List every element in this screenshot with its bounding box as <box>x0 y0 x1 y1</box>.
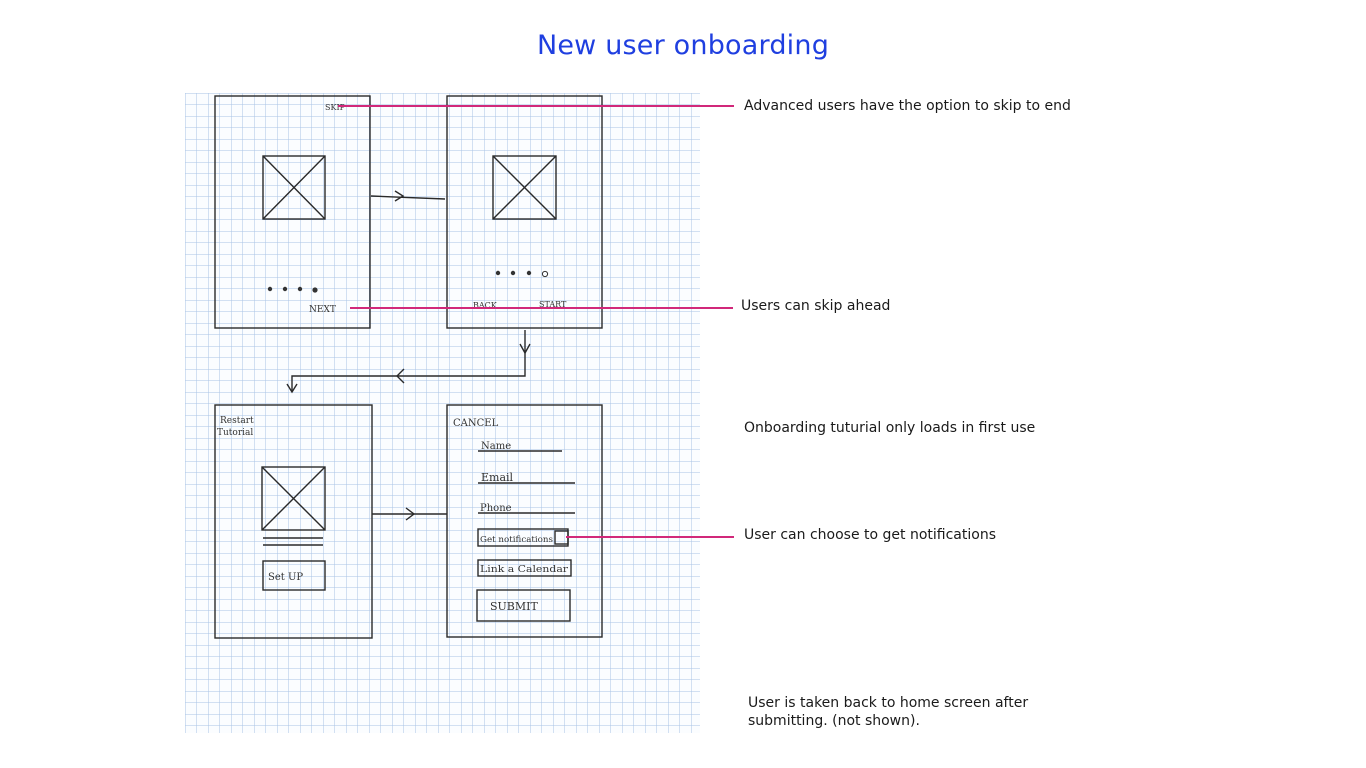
grid-lines <box>185 93 700 733</box>
sketch-notifications-label: Get notifications <box>480 535 553 545</box>
note-skip-ahead: Users can skip ahead <box>741 298 891 314</box>
sketch-calendar-label: Link a Calendar <box>480 565 569 575</box>
sketch-back-label: BACK <box>473 301 498 310</box>
sketch-start-label: START <box>539 300 567 309</box>
sketch-submit-label: SUBMIT <box>490 600 538 613</box>
sketch-setup-label: Set UP <box>268 572 303 583</box>
sketch-email-label: Email <box>481 471 514 484</box>
sketch-restart-label: Restart <box>220 416 254 426</box>
screen3-image-placeholder <box>261 466 326 531</box>
page-title: New user onboarding <box>536 30 830 61</box>
graph-paper-sketch: SKIP NEXT BACK START Restart Tutorial Se… <box>185 93 700 733</box>
screen4-calendar-field <box>477 559 572 577</box>
note-home-screen: User is taken back to home screen after … <box>748 694 1028 730</box>
note-home-line2: submitting. (not shown). <box>748 713 920 729</box>
callout-line-skip-to-end <box>338 105 734 107</box>
note-skip-to-end: Advanced users have the option to skip t… <box>744 98 1071 114</box>
sketch-tutorial-label: Tutorial <box>217 428 253 438</box>
sketch-phone-label: Phone <box>480 503 512 514</box>
sketch-cancel-label: CANCEL <box>453 418 499 429</box>
screen3-frame <box>214 404 373 639</box>
screen1-image-placeholder <box>262 155 326 220</box>
note-first-use: Onboarding tuturial only loads in first … <box>744 420 1036 436</box>
sketch-name-label: Name <box>481 441 511 452</box>
screen4-frame <box>446 404 603 638</box>
callout-line-notifications <box>566 536 734 538</box>
note-home-line1: User is taken back to home screen after <box>748 695 1029 711</box>
callout-line-skip-ahead <box>350 307 733 309</box>
screen3-setup-button <box>262 560 326 591</box>
screen2-frame <box>446 95 603 329</box>
screen2-image-placeholder <box>492 155 557 220</box>
screen1-frame <box>214 95 371 329</box>
sketch-skip-label: SKIP <box>325 103 346 112</box>
screen4-submit-button <box>476 589 571 622</box>
arrow-screen1-to-screen2 <box>370 195 446 200</box>
sketch-next-label: NEXT <box>309 305 336 315</box>
note-notifications: User can choose to get notifications <box>744 527 996 543</box>
wireframe-sketch-svg: SKIP NEXT BACK START Restart Tutorial Se… <box>185 93 700 733</box>
